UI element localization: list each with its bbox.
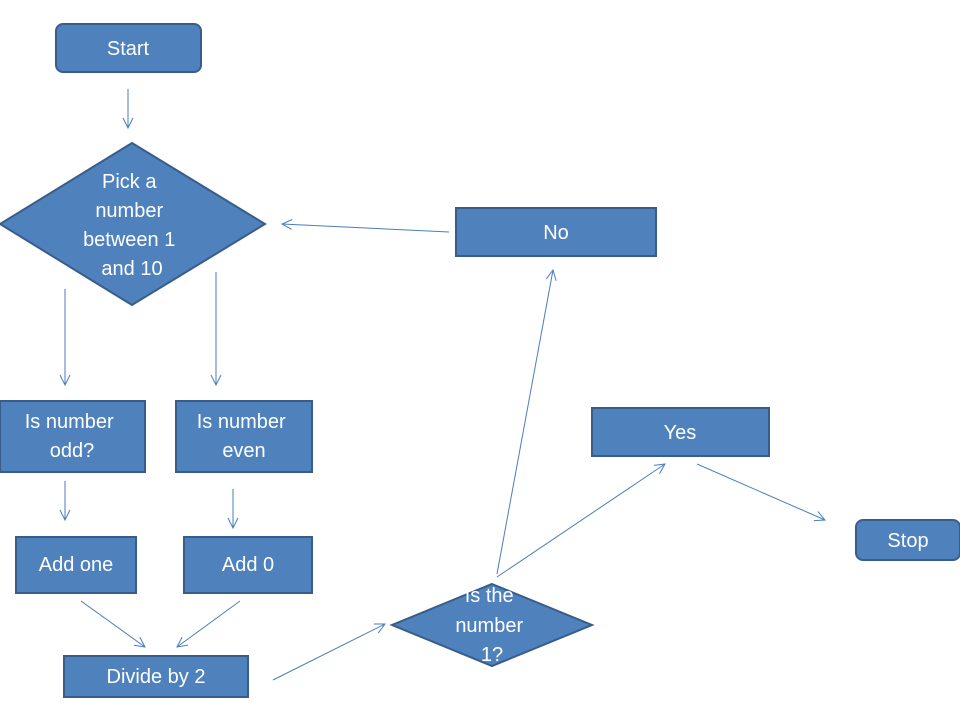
arrow-no-to-pick: [282, 224, 450, 233]
no-label: No: [543, 222, 569, 244]
start-label: Start: [107, 38, 150, 60]
arrow-add-zero-to-divide: [177, 600, 241, 647]
odd-check-label: Is number odd?: [25, 411, 120, 462]
arrow-divide-to-is-one: [272, 624, 385, 681]
even-check-node: Is number even: [175, 400, 313, 473]
even-check-label: Is number even: [197, 411, 292, 462]
yes-node: Yes: [591, 407, 770, 457]
arrow-is-one-to-no: [496, 270, 553, 575]
pick-number-label: Pick a number between 1 and 10: [83, 171, 181, 280]
arrow-add-one-to-divide: [80, 600, 145, 647]
arrow-is-one-to-yes: [496, 464, 665, 578]
add-zero-node: Add 0: [183, 536, 313, 594]
stop-node: Stop: [855, 519, 960, 561]
add-zero-label: Add 0: [222, 554, 274, 576]
yes-label: Yes: [664, 422, 697, 444]
start-node: Start: [55, 23, 202, 73]
arrow-yes-to-stop: [696, 463, 825, 520]
stop-label: Stop: [887, 530, 928, 552]
is-one-decision: Is the number 1?: [389, 582, 595, 668]
no-node: No: [455, 207, 657, 257]
pick-number-decision: Pick a number between 1 and 10: [0, 141, 267, 307]
divide-node: Divide by 2: [63, 655, 249, 698]
add-one-label: Add one: [39, 554, 114, 576]
divide-label: Divide by 2: [107, 666, 206, 688]
is-one-label: Is the number 1?: [455, 585, 528, 666]
add-one-node: Add one: [15, 536, 137, 594]
odd-check-node: Is number odd?: [0, 400, 146, 473]
